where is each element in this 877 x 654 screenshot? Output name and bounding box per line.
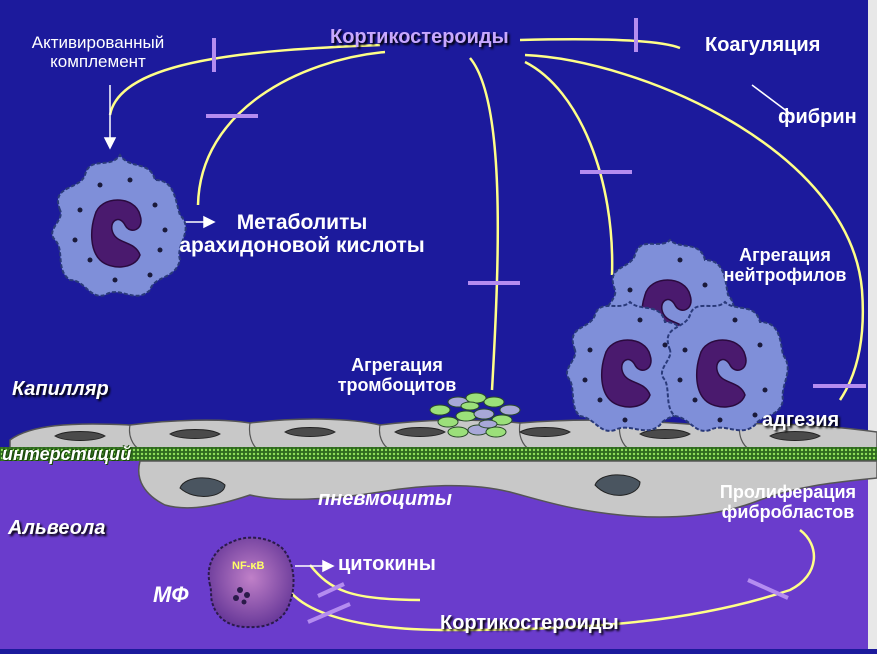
platelet-cluster bbox=[429, 392, 521, 438]
path-to-complement bbox=[108, 43, 381, 116]
path-to-adhesion bbox=[524, 53, 865, 401]
platelet-aggregation-line-1: Агрегация bbox=[351, 355, 443, 375]
pneumocyte-layer bbox=[138, 460, 877, 518]
path-cytokines-loop bbox=[309, 564, 421, 602]
neutrophil-aggregation-label: Агрегация нейтрофилов bbox=[708, 245, 862, 286]
arrow-complement-head bbox=[103, 137, 117, 150]
inhibition-bar-cytokines-lower bbox=[307, 602, 351, 624]
neutrophil-group bbox=[51, 153, 789, 432]
fibroblast-proliferation-line-1: Пролиферация bbox=[719, 482, 857, 502]
platelet-aggregation-label: Агрегация тромбоцитов bbox=[322, 355, 472, 396]
corticosteroids-top-label: Кортикостероиды bbox=[330, 26, 509, 48]
neutrophil-aggregation-line-1: Агрегация bbox=[739, 245, 831, 265]
arrow-metabolites-head bbox=[203, 215, 216, 229]
fibroblast-proliferation-label: Пролиферация фибробластов bbox=[702, 482, 874, 523]
adhesion-label: адгезия bbox=[762, 409, 840, 431]
macrophage-cell bbox=[207, 536, 295, 629]
path-to-neutrophils bbox=[524, 60, 614, 276]
macrophage-label: МФ bbox=[153, 582, 189, 607]
interstitium-band bbox=[0, 447, 877, 461]
inhibition-bars bbox=[206, 18, 866, 624]
capillary-label: Капилляр bbox=[12, 378, 109, 400]
corticosteroids-bottom-label: Кортикостероиды bbox=[440, 612, 619, 634]
interstitium-label: интерстиций bbox=[2, 444, 132, 464]
pneumocytes-label: пневмоциты bbox=[318, 488, 453, 510]
inhibition-bar-fibroblasts bbox=[747, 578, 789, 600]
neutrophil-cell bbox=[51, 153, 187, 297]
fibrin-pointer bbox=[751, 84, 793, 116]
neutrophil-cell bbox=[565, 300, 694, 432]
arachidonic-metabolites-label: Метаболиты арахидоновой кислоты bbox=[160, 211, 444, 257]
right-edge-strip bbox=[868, 0, 877, 649]
fibrin-label: фибрин bbox=[778, 106, 857, 128]
path-to-platelets bbox=[469, 57, 500, 391]
activated-complement-line-1: Активированный bbox=[31, 33, 165, 52]
pneumocyte-nuclei bbox=[179, 474, 641, 497]
coagulation-label: Коагуляция bbox=[705, 34, 821, 56]
fibroblast-proliferation-line-2: фибробластов bbox=[721, 501, 855, 522]
path-to-coagulation bbox=[519, 38, 681, 50]
metabolites-line-2: арахидоновой кислоты bbox=[179, 234, 425, 258]
endothelial-cell-edges bbox=[128, 421, 751, 451]
cytokines-label: цитокины bbox=[338, 553, 436, 575]
neutrophil-cell bbox=[660, 300, 789, 432]
activated-complement-label: Активированный комплемент bbox=[12, 33, 184, 71]
path-to-metabolites bbox=[196, 50, 386, 206]
nf-kb-label: NF-κB bbox=[232, 560, 265, 572]
alveolus-label: Альвеола bbox=[8, 517, 106, 539]
endothelial-nuclei bbox=[54, 427, 821, 441]
arrows bbox=[103, 84, 793, 573]
arrow-cytokines-head bbox=[322, 559, 335, 573]
inhibition-bar-cytokines-upper bbox=[317, 582, 345, 598]
platelet-aggregation-line-2: тромбоцитов bbox=[337, 374, 457, 395]
activated-complement-line-2: комплемент bbox=[50, 51, 146, 71]
macrophage-granules bbox=[233, 587, 250, 605]
neutrophil-aggregation-line-2: нейтрофилов bbox=[723, 264, 847, 285]
metabolites-line-1: Метаболиты bbox=[236, 211, 368, 234]
